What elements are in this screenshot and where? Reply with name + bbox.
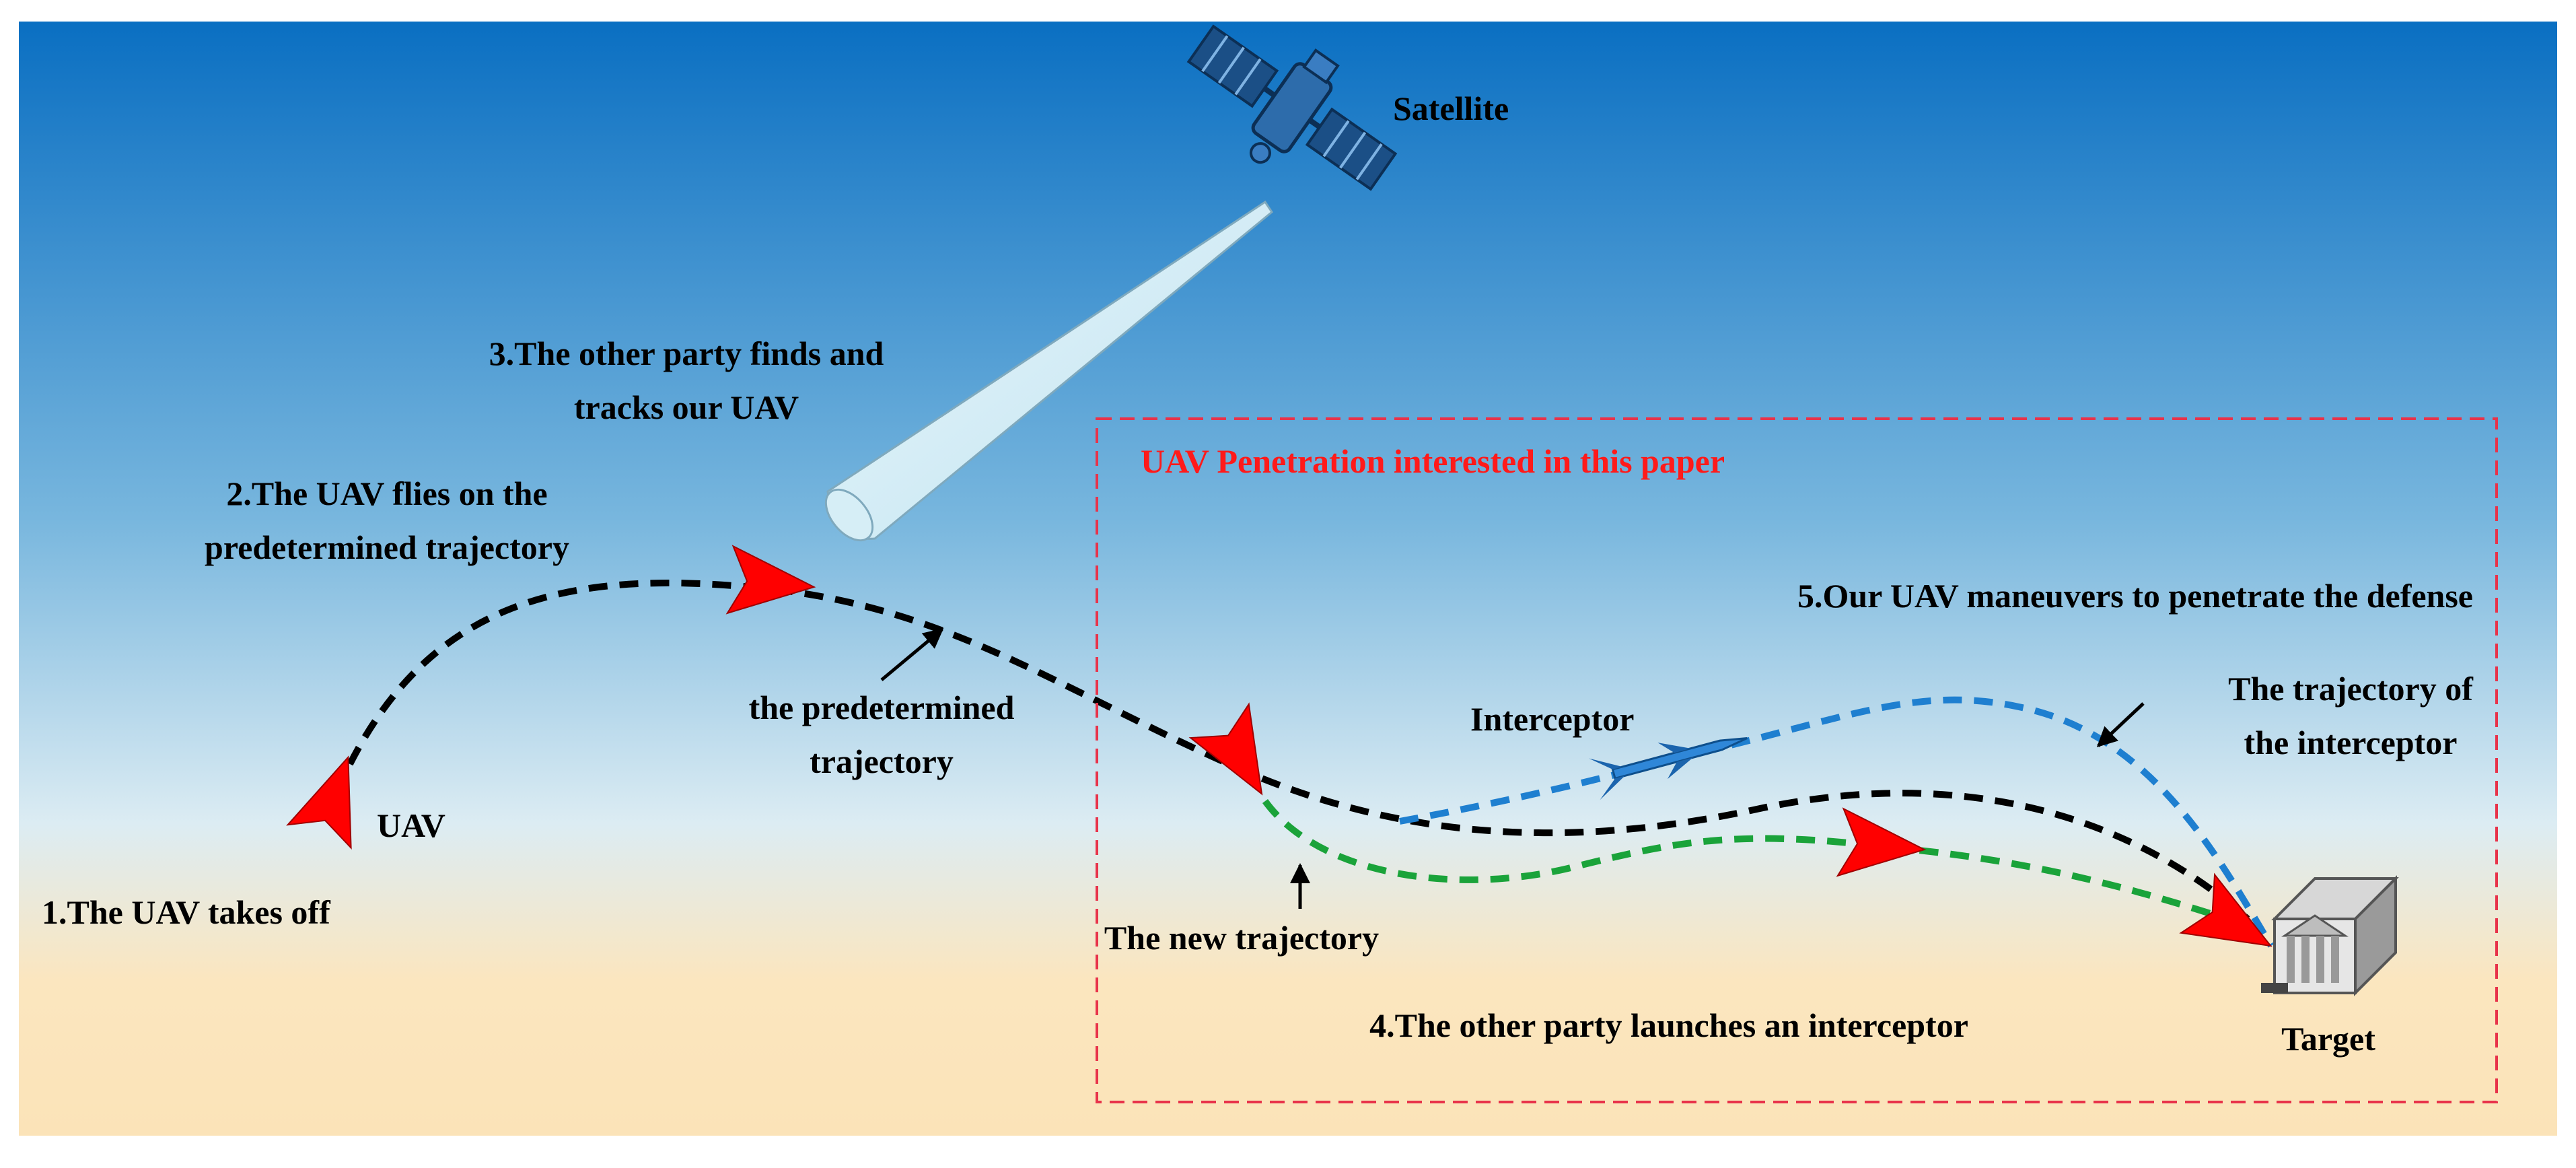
step3-label-line2: tracks our UAV — [574, 388, 799, 426]
new-trajectory-path — [1262, 799, 2229, 922]
satellite-icon — [1186, 24, 1398, 191]
uav-icon — [1836, 807, 1927, 877]
step2-label-line2: predetermined trajectory — [205, 528, 569, 566]
uav-icon — [2179, 872, 2273, 947]
satellite-beam-end — [824, 488, 874, 542]
predetermined-trajectory-path — [347, 580, 2250, 922]
satellite-label: Satellite — [1393, 90, 1509, 127]
step2-label-line1: 2.The UAV flies on the — [226, 475, 547, 512]
sky-background — [19, 22, 2557, 1136]
target-building-icon — [2261, 875, 2399, 996]
predetermined-label-line1: the predetermined — [749, 689, 1015, 726]
penetration-region-box — [1096, 417, 2498, 1103]
interceptor-trajectory-label-line1: The trajectory of — [2228, 670, 2474, 708]
interceptor-trajectory-path — [1399, 696, 2275, 948]
target-label: Target — [2281, 1020, 2375, 1058]
step3-label-line1: 3.The other party finds and — [489, 335, 884, 372]
interceptor-label: Interceptor — [1470, 700, 1634, 738]
uav-icon — [286, 755, 352, 850]
interceptor-trajectory-leader-arrow — [2096, 702, 2145, 748]
uav-icon — [725, 545, 816, 615]
uav-label: UAV — [377, 806, 445, 844]
step5-label: 5.Our UAV maneuvers to penetrate the def… — [1797, 577, 2473, 615]
interceptor-trajectory-label-line2: the interceptor — [2244, 724, 2457, 761]
uav-icon — [1188, 702, 1263, 796]
predetermined-leader-arrow — [880, 628, 944, 681]
predetermined-label-line2: trajectory — [810, 743, 954, 780]
step1-label: 1.The UAV takes off — [42, 893, 331, 931]
step4-label: 4.The other party launches an intercepto… — [1369, 1006, 1968, 1044]
region-title: UAV Penetration interested in this paper — [1141, 442, 1725, 480]
new-trajectory-label: The new trajectory — [1104, 919, 1379, 957]
